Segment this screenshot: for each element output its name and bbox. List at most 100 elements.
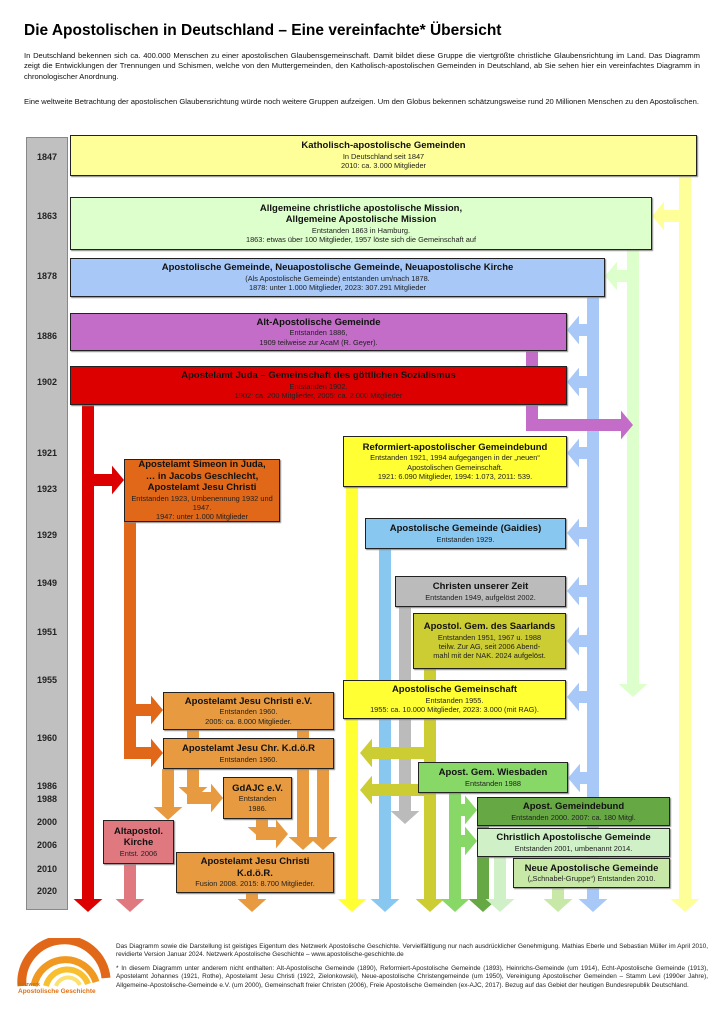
year-label: 1960: [36, 733, 58, 743]
box-detail: Entstanden 1923, Umbenennung 1932 und 19…: [131, 493, 273, 513]
lineage-stem: [82, 405, 94, 900]
lineage-stem: [449, 793, 461, 900]
year-label: 1949: [36, 578, 58, 588]
intro-paragraph-global: Eine weltweite Betrachtung der apostolis…: [24, 97, 699, 106]
box-detail: Entstanden 1960.: [219, 707, 278, 717]
lineage-branch: [461, 835, 465, 847]
box-title: Apostol. Gem. des Saarlands: [423, 621, 556, 633]
box-neuapostolische-kirche: Apostolische Gemeinde, Neuapostolische G…: [70, 258, 605, 297]
box-neue-apostolische-gemeinde: Neue Apostolische Gemeinde(„Schnabel-Gru…: [513, 858, 670, 888]
lineage-branch: [579, 691, 599, 703]
arrow-left-icon: [567, 315, 579, 345]
box-title: Apostolische Gemeinde, Neuapostolische G…: [161, 262, 514, 274]
lineage-branch: [579, 324, 599, 336]
arrow-down-icon: [115, 899, 145, 912]
arrow-down-icon: [337, 899, 367, 912]
year-label: 1847: [36, 152, 58, 162]
lineage-branch: [579, 447, 599, 459]
lineage-branch: [461, 804, 465, 816]
box-detail: 1902: ca. 200 Mitglieder, 2005: ca. 2.00…: [234, 391, 403, 401]
year-label: 2010: [36, 864, 58, 874]
box-title: Apost. Gem. Wiesbaden: [438, 767, 548, 779]
intro-paragraph: In Deutschland bekennen sich ca. 400.000…: [24, 51, 700, 81]
box-title: Apostolische Gemeinschaft: [391, 684, 518, 696]
lineage-stem: [256, 819, 268, 828]
logo-small-text: Netzwerk: [18, 982, 40, 988]
timeline-axis: [26, 137, 68, 910]
box-detail: Fusion 2008. 2015: 8.700 Mitglieder.: [195, 879, 315, 889]
arrow-down-icon: [543, 899, 573, 912]
box-detail: Entstanden 1960.: [219, 754, 278, 764]
year-label: 1886: [36, 331, 58, 341]
arrow-down-icon: [415, 899, 445, 912]
box-apostelamt-jesu-christi-ev: Apostelamt Jesu Christi e.V.Entstanden 1…: [163, 692, 334, 730]
box-detail: 1921: 6.090 Mitglieder, 1994: 1.073, 201…: [377, 471, 533, 481]
box-detail: mahl mit der NAK. 2024 aufgelöst.: [433, 651, 546, 661]
lineage-stem: [124, 522, 136, 759]
box-detail: Entstanden 1921, 1994 aufgegangen in der…: [370, 453, 540, 463]
logo-main-text: Apostolische Geschichte: [18, 988, 96, 995]
box-title: Reformiert-apostolischer Gemeindebund: [362, 441, 548, 453]
arrow-down-icon: [578, 899, 608, 912]
year-label: 2000: [36, 817, 58, 827]
box-title: Apostelamt Simeon in Juda,: [138, 459, 266, 471]
arrow-right-icon: [621, 410, 633, 440]
arrow-down-icon: [73, 899, 103, 912]
arrow-down-icon: [390, 811, 420, 824]
box-detail: 1878: unter 1.000 Mitglieder, 2023: 307.…: [248, 283, 427, 293]
box-detail: Entstanden 1988: [465, 778, 521, 788]
box-title: … in Jacobs Geschlecht,: [145, 470, 259, 482]
box-title: Christlich Apostolische Gemeinde: [496, 832, 651, 844]
year-label: 1921: [36, 448, 58, 458]
box-detail: 2010: ca. 3.000 Mitglieder: [340, 161, 427, 171]
box-detail: Entstanden 1949, aufgelöst 2002.: [425, 592, 536, 602]
box-detail: Entstanden 1902.: [289, 381, 348, 391]
arrow-down-icon: [618, 684, 648, 697]
box-detail: 1947: unter 1.000 Mitglieder: [155, 512, 249, 522]
lineage-branch: [664, 210, 691, 222]
arrow-down-icon: [485, 899, 515, 912]
box-title: Katholisch-apostolische Gemeinden: [301, 140, 466, 152]
box-detail: 1955: ca. 10.000 Mitglieder, 2023: 3.000…: [370, 705, 539, 715]
box-detail: Entstanden 1886,: [289, 328, 348, 338]
footer-copyright: Das Diagramm sowie die Darstellung ist g…: [116, 943, 708, 959]
arrow-down-icon: [370, 899, 400, 912]
year-label: 2020: [36, 886, 58, 896]
arrow-right-icon: [151, 695, 163, 725]
lineage-stem: [627, 250, 639, 685]
box-title: Allgemeine Apostolische Mission: [285, 214, 437, 226]
lineage-branch: [579, 585, 599, 597]
lineage-stem: [552, 888, 564, 900]
lineage-branch: [580, 772, 599, 784]
box-title: Apostelamt Jesu Christi: [147, 482, 257, 494]
year-label: 1955: [36, 675, 58, 685]
arrow-down-icon: [308, 837, 338, 850]
lineage-branch: [372, 747, 436, 759]
box-title: K.d.ö.R.: [237, 867, 273, 879]
arrow-left-icon: [568, 763, 580, 793]
arrow-right-icon: [465, 795, 477, 825]
arrow-down-icon: [237, 899, 267, 912]
lineage-branch: [526, 419, 621, 431]
box-detail: In Deutschland seit 1847: [342, 151, 425, 161]
lineage-branch: [130, 747, 151, 759]
lineage-branch: [256, 828, 276, 840]
box-title: Neue Apostolische Gemeinde: [524, 862, 659, 874]
arrow-left-icon: [360, 775, 372, 805]
box-title: Apostelamt Jesu Christi: [200, 856, 310, 868]
box-apostelamt-simeon: Apostelamt Simeon in Juda,… in Jacobs Ge…: [124, 459, 280, 522]
box-apostolische-gemeinde-gaidies: Apostolische Gemeinde (Gaidies)Entstande…: [365, 518, 566, 549]
box-detail: („Schnabel-Gruppe“) Entstanden 2010.: [527, 874, 656, 884]
box-allgemeine-apostolische-mission: Allgemeine christliche apostolische Miss…: [70, 197, 652, 250]
arrow-left-icon: [567, 438, 579, 468]
arrow-right-icon: [276, 819, 288, 849]
arrow-right-icon: [465, 826, 477, 856]
